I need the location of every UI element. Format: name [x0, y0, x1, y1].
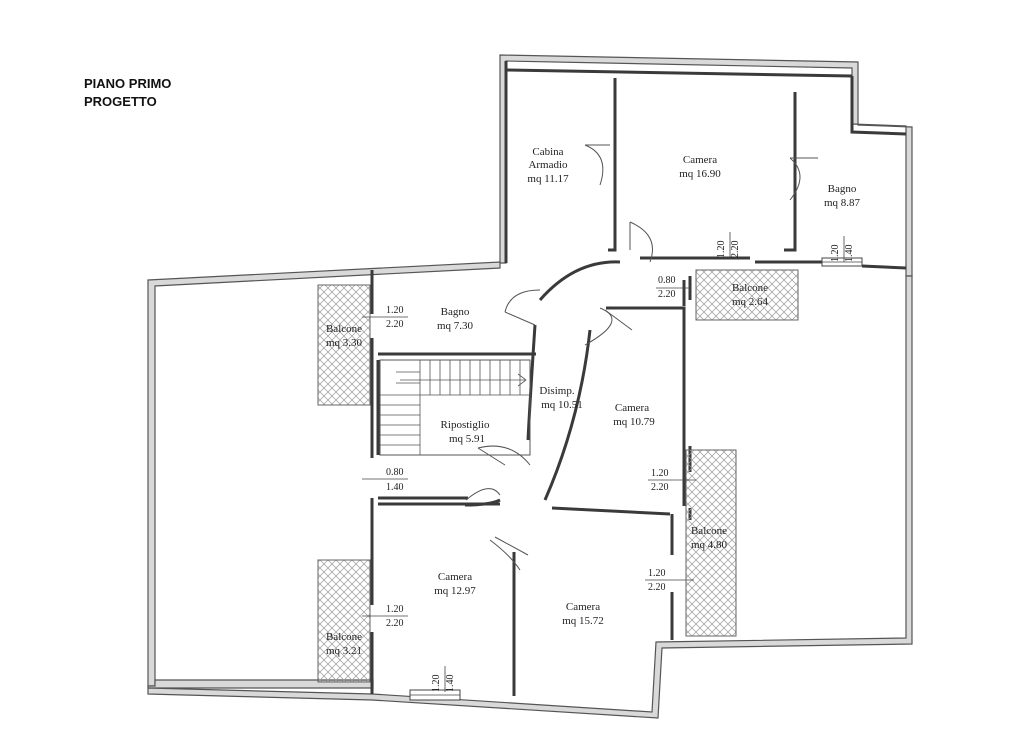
- opening-dimensions: 1.20 2.20 1.20 1.40 1.20 1.40 0.80 2.20 …: [362, 232, 855, 692]
- opening-width: 1.20: [386, 305, 404, 316]
- room-area: mq 3.21: [326, 645, 362, 657]
- room-area: mq 15.72: [562, 615, 604, 627]
- door-swings: [465, 144, 818, 571]
- room-name: Cabina: [532, 146, 563, 158]
- opening-height: 1.40: [386, 482, 404, 493]
- room-area: mq 5.91: [449, 433, 485, 445]
- staircase: [379, 359, 531, 456]
- windows: [409, 257, 863, 701]
- room-area: mq 4.80: [691, 539, 728, 551]
- room-name: Disimp.: [539, 385, 574, 397]
- room-name: Balcone: [326, 323, 362, 335]
- room-area: mq 10.51: [541, 399, 583, 411]
- room-name: Bagno: [441, 306, 470, 318]
- room-area: mq 10.79: [613, 416, 655, 428]
- room-name: Camera: [566, 601, 600, 613]
- opening-height: 2.20: [658, 289, 676, 300]
- room-name: Camera: [683, 154, 717, 166]
- opening-height: 2.20: [730, 241, 741, 259]
- opening-height: 2.20: [386, 618, 404, 629]
- opening-width: 1.20: [651, 468, 669, 479]
- balconies: [317, 269, 799, 683]
- balcone-right: [685, 449, 737, 637]
- opening-width: 0.80: [386, 467, 404, 478]
- plan-subtitle: PROGETTO: [84, 94, 157, 109]
- opening-height: 1.40: [445, 675, 456, 693]
- opening-width: 1.20: [716, 241, 727, 259]
- room-name: Bagno: [828, 183, 857, 195]
- opening-width: 1.20: [386, 604, 404, 615]
- room-area: mq 12.97: [434, 585, 476, 597]
- opening-width: 1.20: [648, 568, 666, 579]
- opening-height: 2.20: [648, 582, 666, 593]
- room-name: Ripostiglio: [441, 419, 490, 431]
- opening-height: 1.40: [844, 245, 855, 263]
- room-area: mq 7.30: [437, 320, 474, 332]
- plan-title: PIANO PRIMO: [84, 76, 171, 91]
- room-name: Balcone: [691, 525, 727, 537]
- opening-width: 0.80: [658, 275, 676, 286]
- room-name: Camera: [438, 571, 472, 583]
- room-area: mq 8.87: [824, 197, 861, 209]
- balcone-top-center: [695, 269, 799, 321]
- balcone-left-bottom: [317, 559, 371, 683]
- opening-height: 2.20: [386, 319, 404, 330]
- opening-width: 1.20: [830, 245, 841, 263]
- room-area: mq 16.90: [679, 168, 721, 180]
- room-name: Camera: [615, 402, 649, 414]
- room-name: Armadio: [528, 159, 568, 171]
- room-area: mq 2.64: [732, 296, 769, 308]
- room-name: Balcone: [732, 282, 768, 294]
- room-area: mq 3.30: [326, 337, 363, 349]
- interior-walls: [370, 61, 907, 696]
- room-name: Balcone: [326, 631, 362, 643]
- opening-height: 2.20: [651, 482, 669, 493]
- opening-width: 1.20: [431, 675, 442, 693]
- room-area: mq 11.17: [527, 173, 569, 185]
- room-labels: Cabina Armadio mq 11.17 Camera mq 16.90 …: [326, 146, 861, 657]
- balcone-left-top: [317, 284, 371, 406]
